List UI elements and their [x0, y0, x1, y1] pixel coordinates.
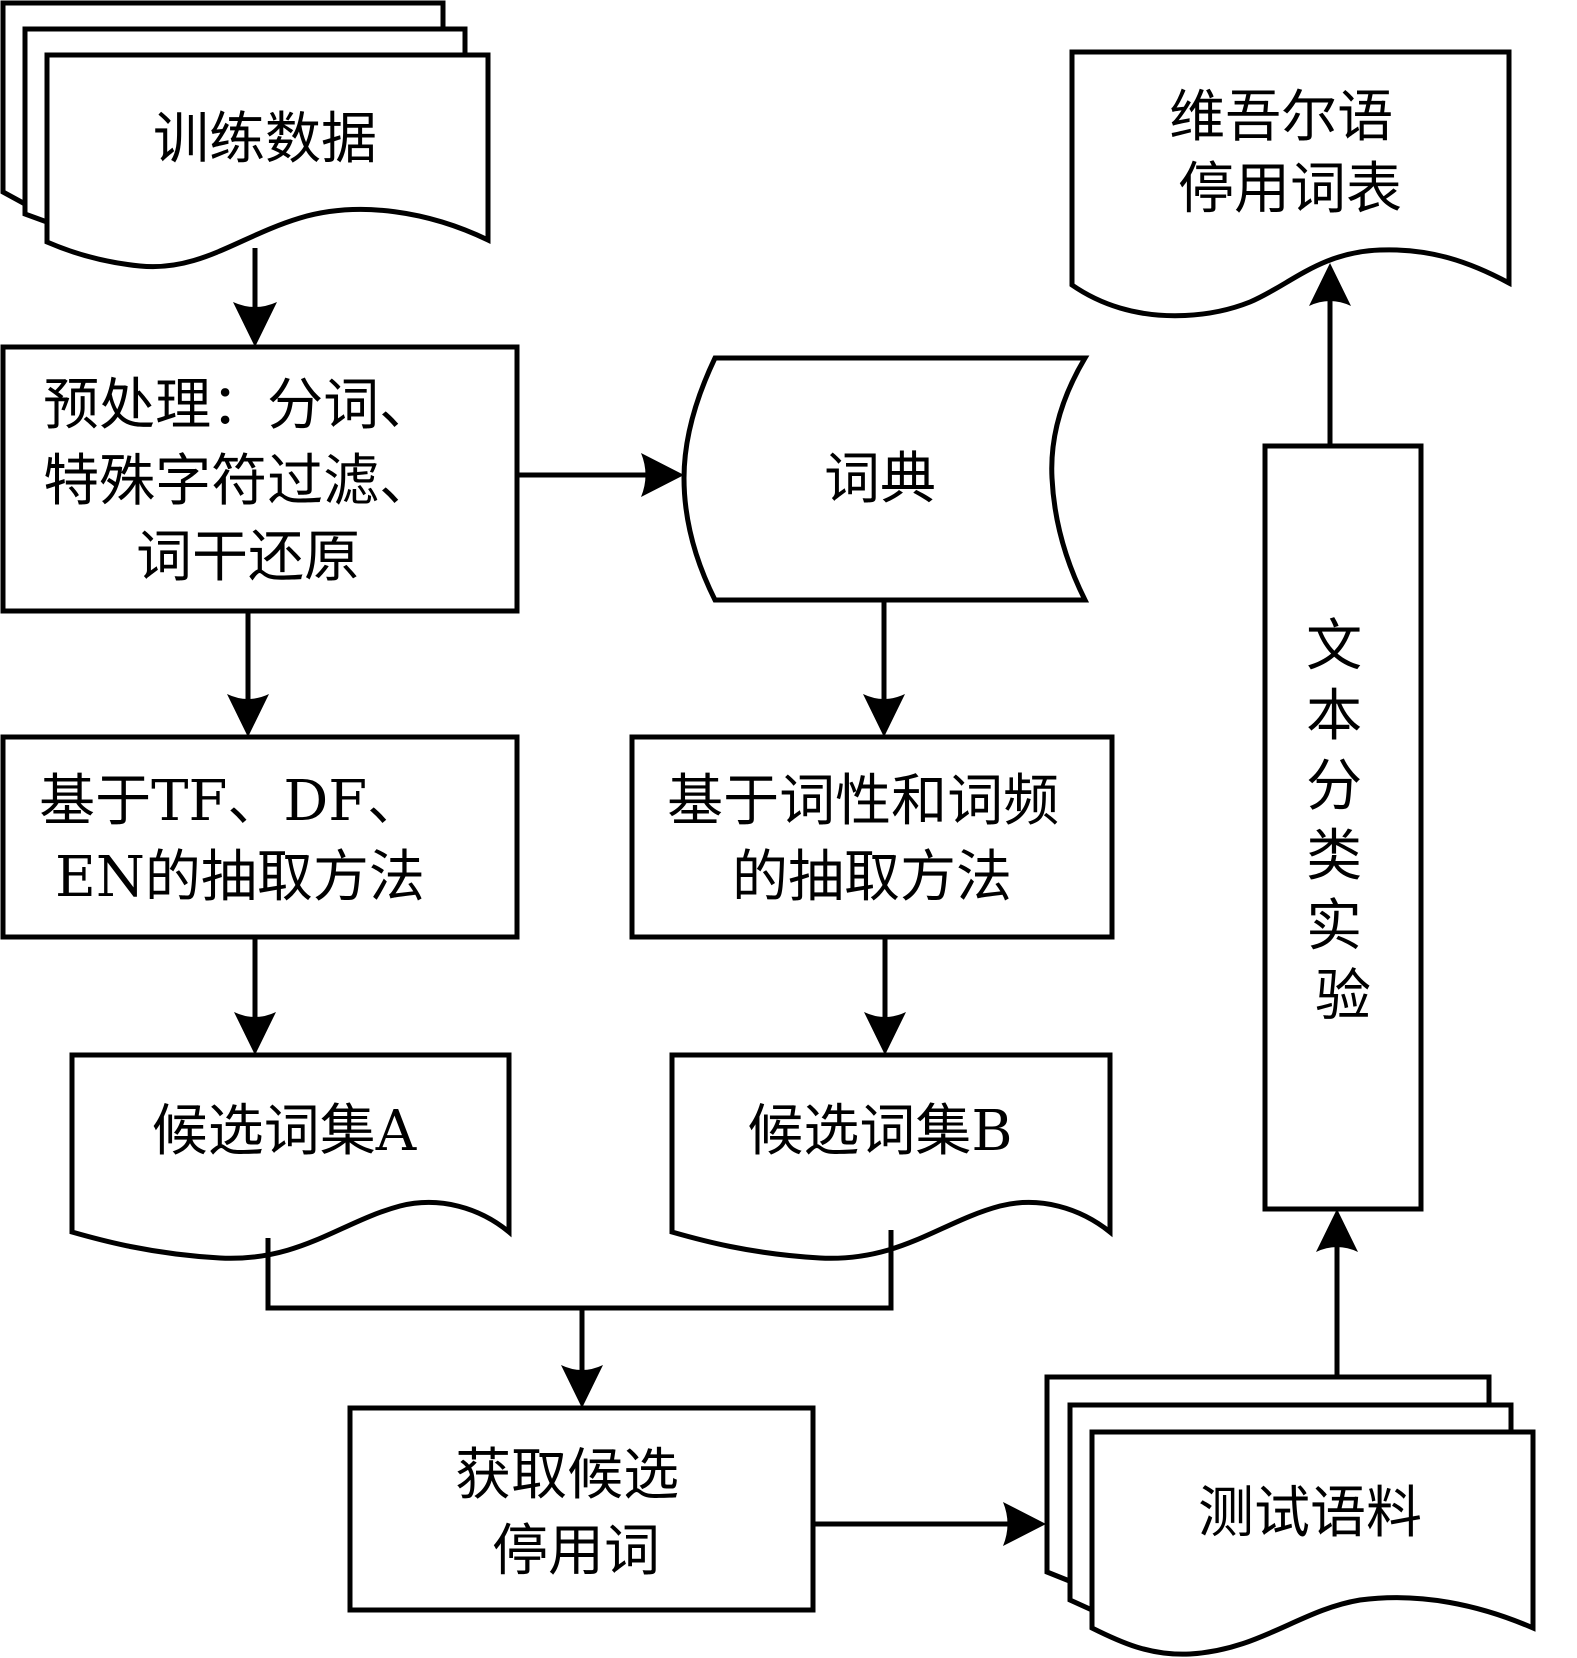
test-corpus-label: 测试语料 — [1198, 1481, 1422, 1546]
training-data-label: 训练数据 — [153, 107, 377, 172]
test-corpus-text: 测试语料 — [1198, 1481, 1422, 1546]
candidate-a-node: 候选词集A — [69, 1052, 512, 1261]
candidate-b-label: 候选词集B — [747, 1099, 1012, 1164]
arrowhead-up-icon — [1309, 263, 1351, 306]
get-candidates-node: 获取候选 停用词 — [347, 1405, 816, 1613]
dictionary-shape — [681, 355, 1090, 603]
candidate-b-node: 候选词集B — [669, 1052, 1113, 1261]
classification-label: 文 本 分 类 实 验 — [1306, 614, 1380, 1029]
classification-char-4: 类 — [1306, 824, 1362, 889]
training-data-front-sheet — [44, 52, 491, 270]
stopword-list-node: 维吾尔语 停用词表 — [1069, 49, 1512, 319]
preprocess-line-2: 特殊字符过滤、 — [43, 449, 435, 514]
arrowhead-down-icon — [227, 694, 269, 737]
classification-char-2: 本 — [1306, 684, 1362, 749]
preprocess-line-3: 词干还原 — [136, 525, 360, 590]
test-corpus-node: 测试语料 — [1044, 1374, 1536, 1657]
arrowhead-down-icon — [864, 1012, 906, 1055]
arrowhead-right-icon — [1003, 1502, 1046, 1546]
candidate-a-label: 候选词集A — [152, 1099, 417, 1164]
connectors — [227, 248, 1358, 1546]
classification-box — [1262, 443, 1424, 1212]
get-candidates-line-2: 停用词 — [492, 1519, 660, 1584]
stopword-list-shape — [1069, 49, 1512, 319]
classification-char-3: 分 — [1306, 754, 1362, 819]
stopword-list-line-1: 维吾尔语 — [1169, 85, 1393, 150]
method-b-line-2: 的抽取方法 — [732, 845, 1012, 910]
stopword-list-label: 维吾尔语 停用词表 — [1169, 85, 1411, 222]
test-corpus-front-sheet — [1089, 1429, 1536, 1657]
method-b-node: 基于词性和词频 的抽取方法 — [629, 734, 1115, 940]
classification-char-5: 实 — [1306, 894, 1362, 959]
method-a-line-1: 基于TF、DF、 — [39, 769, 423, 834]
training-data-node: 训练数据 — [0, 0, 491, 270]
classification-char-1: 文 — [1306, 614, 1362, 679]
dictionary-node: 词典 — [681, 355, 1090, 603]
preprocess-line-1: 预处理：分词、 — [43, 373, 435, 438]
method-a-box — [0, 734, 520, 940]
arrowhead-up-icon — [1316, 1209, 1358, 1252]
preprocess-box — [0, 344, 520, 614]
candidate-a-text: 候选词集A — [152, 1099, 417, 1164]
candidate-a-shape — [69, 1052, 512, 1261]
get-candidates-label: 获取候选 停用词 — [455, 1443, 697, 1584]
get-candidates-line-1: 获取候选 — [455, 1443, 679, 1508]
classification-char-6: 验 — [1315, 964, 1371, 1029]
dictionary-label: 词典 — [824, 447, 936, 512]
stopword-list-line-2: 停用词表 — [1178, 157, 1402, 222]
candidate-b-shape — [669, 1052, 1113, 1261]
arrowhead-down-icon — [561, 1365, 603, 1408]
preprocess-node: 预处理：分词、 特殊字符过滤、 词干还原 — [0, 344, 520, 614]
get-candidates-box — [347, 1405, 816, 1613]
method-a-line-2: EN的抽取方法 — [55, 845, 425, 910]
preprocess-label: 预处理：分词、 特殊字符过滤、 词干还原 — [43, 373, 453, 590]
method-b-line-1: 基于词性和词频 — [667, 769, 1059, 834]
candidate-b-text: 候选词集B — [747, 1099, 1012, 1164]
training-data-text: 训练数据 — [153, 107, 377, 172]
method-b-box — [629, 734, 1115, 940]
classification-node: 文 本 分 类 实 验 — [1262, 443, 1424, 1212]
method-a-label: 基于TF、DF、 EN的抽取方法 — [39, 769, 441, 910]
method-b-label: 基于词性和词频 的抽取方法 — [667, 769, 1077, 910]
arrowhead-down-icon — [234, 1012, 276, 1055]
arrowhead-down-icon — [233, 302, 277, 347]
arrowhead-right-icon — [641, 453, 684, 497]
dictionary-text: 词典 — [824, 447, 936, 512]
method-a-node: 基于TF、DF、 EN的抽取方法 — [0, 734, 520, 940]
arrowhead-down-icon — [863, 694, 905, 737]
